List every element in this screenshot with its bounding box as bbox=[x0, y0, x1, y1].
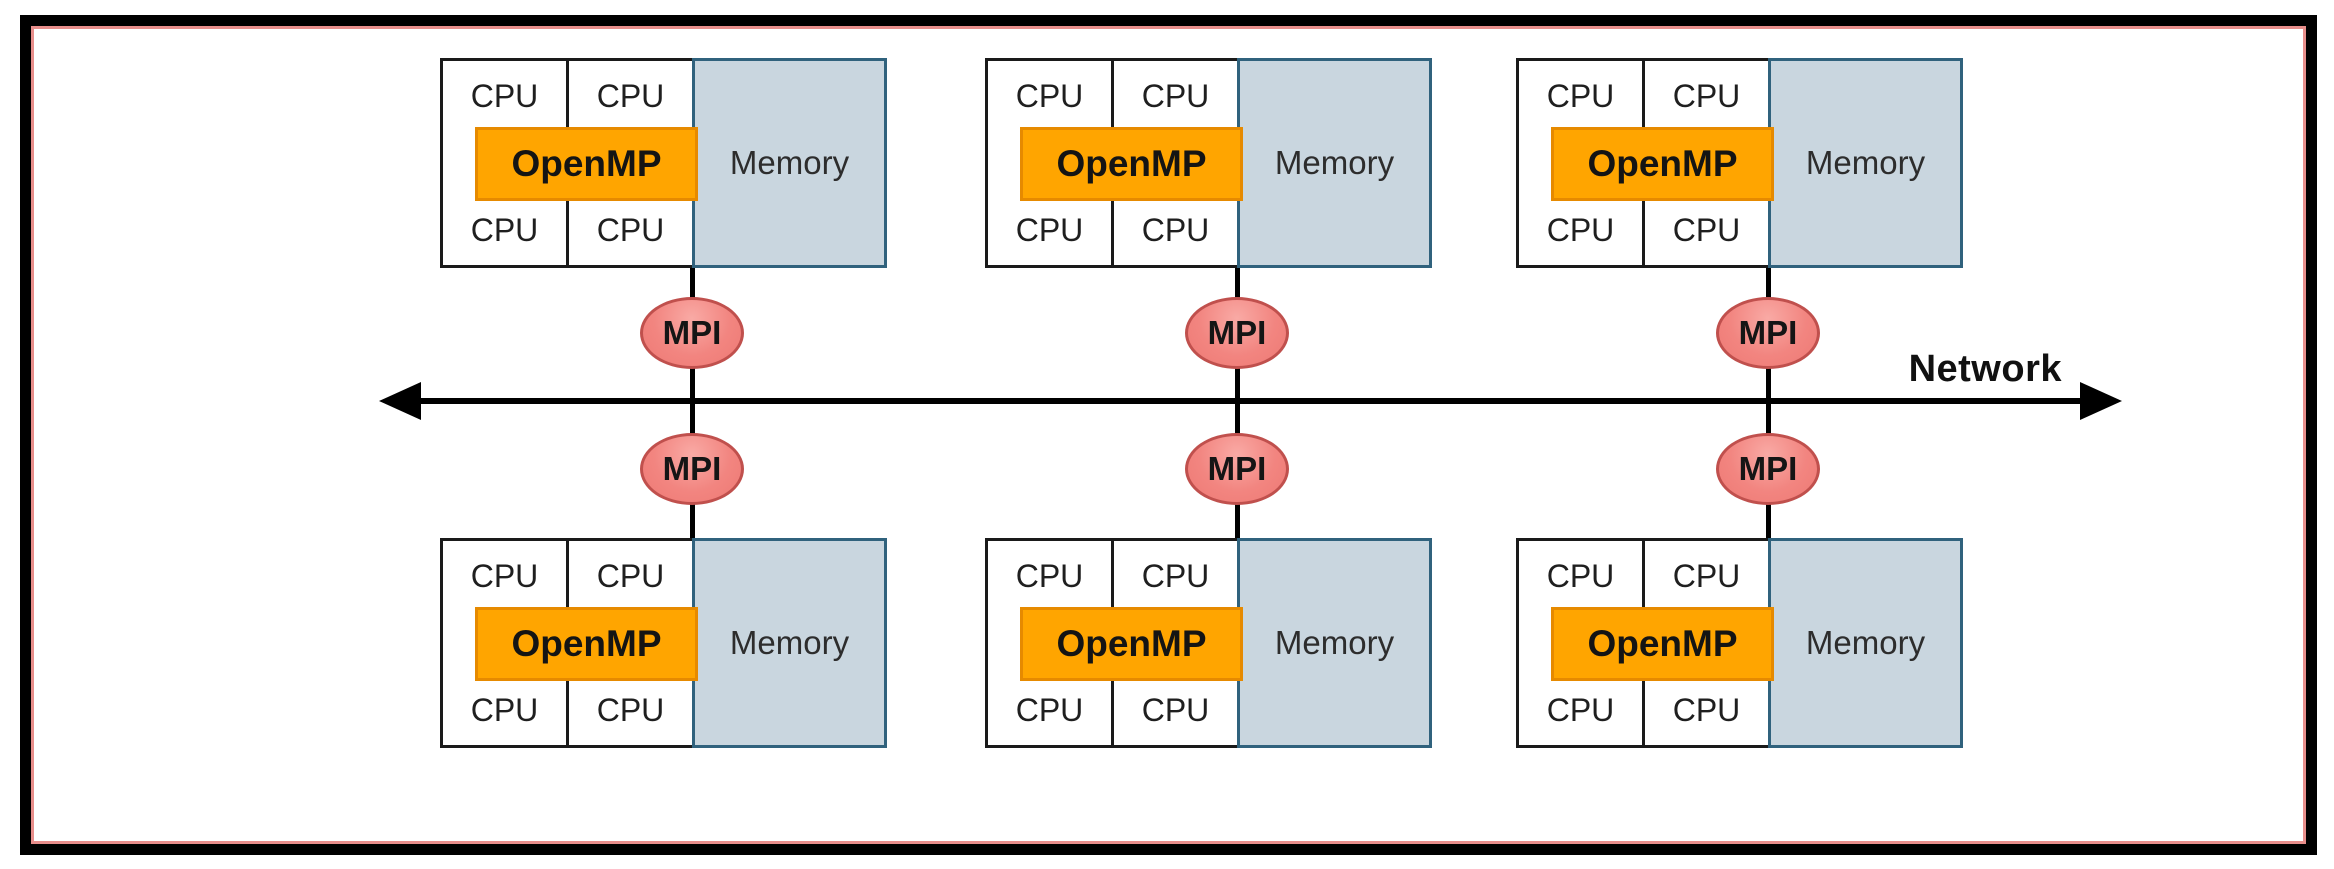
mpi-label: MPI bbox=[662, 450, 722, 487]
node-box: CPU CPU CPU CPU OpenMP Memory bbox=[440, 538, 887, 748]
cpu-cell-top-left: CPU bbox=[1546, 557, 1615, 594]
node-bottom-1: MPI CPU CPU CPU CPU OpenMP Memory bbox=[440, 396, 887, 748]
cpu-cell-top-right: CPU bbox=[1672, 557, 1741, 594]
openmp-label: OpenMP bbox=[511, 143, 662, 184]
node-top-3: MPI CPU CPU CPU CPU OpenMP Memory bbox=[1516, 58, 1963, 406]
memory-box: Memory bbox=[692, 538, 887, 748]
cpu-grid: CPU CPU CPU CPU OpenMP bbox=[1516, 538, 1774, 748]
openmp-label: OpenMP bbox=[1056, 143, 1207, 184]
cpu-cell-top-right: CPU bbox=[1141, 77, 1210, 114]
inner-frame-line bbox=[31, 26, 2306, 844]
memory-label: Memory bbox=[1805, 144, 1926, 181]
cpu-grid: CPU CPU CPU CPU OpenMP bbox=[985, 58, 1243, 268]
node-bottom-3: MPI CPU CPU CPU CPU OpenMP Memory bbox=[1516, 396, 1963, 748]
cpu-cell-top-left: CPU bbox=[470, 77, 539, 114]
cpu-cell-top-left: CPU bbox=[1015, 557, 1084, 594]
openmp-box: OpenMP bbox=[1551, 127, 1774, 201]
node-box: CPU CPU CPU CPU OpenMP Memory bbox=[1516, 538, 1963, 748]
memory-box: Memory bbox=[1768, 58, 1963, 268]
cpu-cell-bottom-right: CPU bbox=[1141, 211, 1210, 248]
node-box: CPU CPU CPU CPU OpenMP Memory bbox=[985, 538, 1432, 748]
openmp-box: OpenMP bbox=[475, 127, 698, 201]
cpu-cell-top-left: CPU bbox=[1015, 77, 1084, 114]
cpu-cell-top-left: CPU bbox=[1546, 77, 1615, 114]
openmp-box: OpenMP bbox=[1020, 607, 1243, 681]
network-bus-line bbox=[398, 398, 2086, 404]
cpu-cell-bottom-left: CPU bbox=[1015, 211, 1084, 248]
memory-box: Memory bbox=[1237, 58, 1432, 268]
cpu-cell-bottom-left: CPU bbox=[470, 211, 539, 248]
cpu-grid: CPU CPU CPU CPU OpenMP bbox=[985, 538, 1243, 748]
mpi-oval: MPI bbox=[640, 297, 744, 369]
mpi-label: MPI bbox=[1738, 450, 1798, 487]
cpu-cell-bottom-left: CPU bbox=[470, 691, 539, 728]
cpu-cell-top-right: CPU bbox=[1672, 77, 1741, 114]
node-top-1: MPI CPU CPU CPU CPU OpenMP Memory bbox=[440, 58, 887, 406]
cpu-cell-top-right: CPU bbox=[1141, 557, 1210, 594]
openmp-box: OpenMP bbox=[1551, 607, 1774, 681]
node-top-2: MPI CPU CPU CPU CPU OpenMP Memory bbox=[985, 58, 1432, 406]
mpi-oval: MPI bbox=[1716, 433, 1820, 505]
openmp-box: OpenMP bbox=[475, 607, 698, 681]
mpi-label: MPI bbox=[1738, 314, 1798, 351]
memory-label: Memory bbox=[729, 144, 850, 181]
cpu-cell-bottom-right: CPU bbox=[1672, 691, 1741, 728]
memory-label: Memory bbox=[1274, 624, 1395, 661]
mpi-oval: MPI bbox=[1185, 433, 1289, 505]
network-arrow-right-icon bbox=[2080, 382, 2122, 420]
mpi-label: MPI bbox=[1207, 450, 1267, 487]
mpi-oval: MPI bbox=[1185, 297, 1289, 369]
cpu-grid: CPU CPU CPU CPU OpenMP bbox=[440, 538, 698, 748]
node-box: CPU CPU CPU CPU OpenMP Memory bbox=[985, 58, 1432, 268]
cpu-cell-bottom-right: CPU bbox=[596, 211, 665, 248]
openmp-label: OpenMP bbox=[1587, 623, 1738, 664]
cpu-cell-bottom-right: CPU bbox=[1141, 691, 1210, 728]
cpu-cell-bottom-left: CPU bbox=[1546, 211, 1615, 248]
cpu-cell-top-right: CPU bbox=[596, 557, 665, 594]
mpi-oval: MPI bbox=[1716, 297, 1820, 369]
cpu-grid: CPU CPU CPU CPU OpenMP bbox=[440, 58, 698, 268]
node-box: CPU CPU CPU CPU OpenMP Memory bbox=[1516, 58, 1963, 268]
openmp-label: OpenMP bbox=[511, 623, 662, 664]
network-label: Network bbox=[1908, 348, 2062, 390]
cpu-cell-top-left: CPU bbox=[470, 557, 539, 594]
memory-label: Memory bbox=[1274, 144, 1395, 181]
cpu-cell-bottom-left: CPU bbox=[1546, 691, 1615, 728]
node-bottom-2: MPI CPU CPU CPU CPU OpenMP Memory bbox=[985, 396, 1432, 748]
network-arrow-left-icon bbox=[379, 382, 421, 420]
memory-label: Memory bbox=[1805, 624, 1926, 661]
cpu-cell-top-right: CPU bbox=[596, 77, 665, 114]
memory-box: Memory bbox=[692, 58, 887, 268]
cpu-cell-bottom-left: CPU bbox=[1015, 691, 1084, 728]
openmp-box: OpenMP bbox=[1020, 127, 1243, 201]
cpu-grid: CPU CPU CPU CPU OpenMP bbox=[1516, 58, 1774, 268]
mpi-label: MPI bbox=[662, 314, 722, 351]
mpi-oval: MPI bbox=[640, 433, 744, 505]
node-box: CPU CPU CPU CPU OpenMP Memory bbox=[440, 58, 887, 268]
memory-box: Memory bbox=[1237, 538, 1432, 748]
openmp-label: OpenMP bbox=[1587, 143, 1738, 184]
memory-box: Memory bbox=[1768, 538, 1963, 748]
openmp-label: OpenMP bbox=[1056, 623, 1207, 664]
outer-frame bbox=[20, 15, 2317, 855]
cpu-cell-bottom-right: CPU bbox=[1672, 211, 1741, 248]
memory-label: Memory bbox=[729, 624, 850, 661]
cpu-cell-bottom-right: CPU bbox=[596, 691, 665, 728]
mpi-label: MPI bbox=[1207, 314, 1267, 351]
